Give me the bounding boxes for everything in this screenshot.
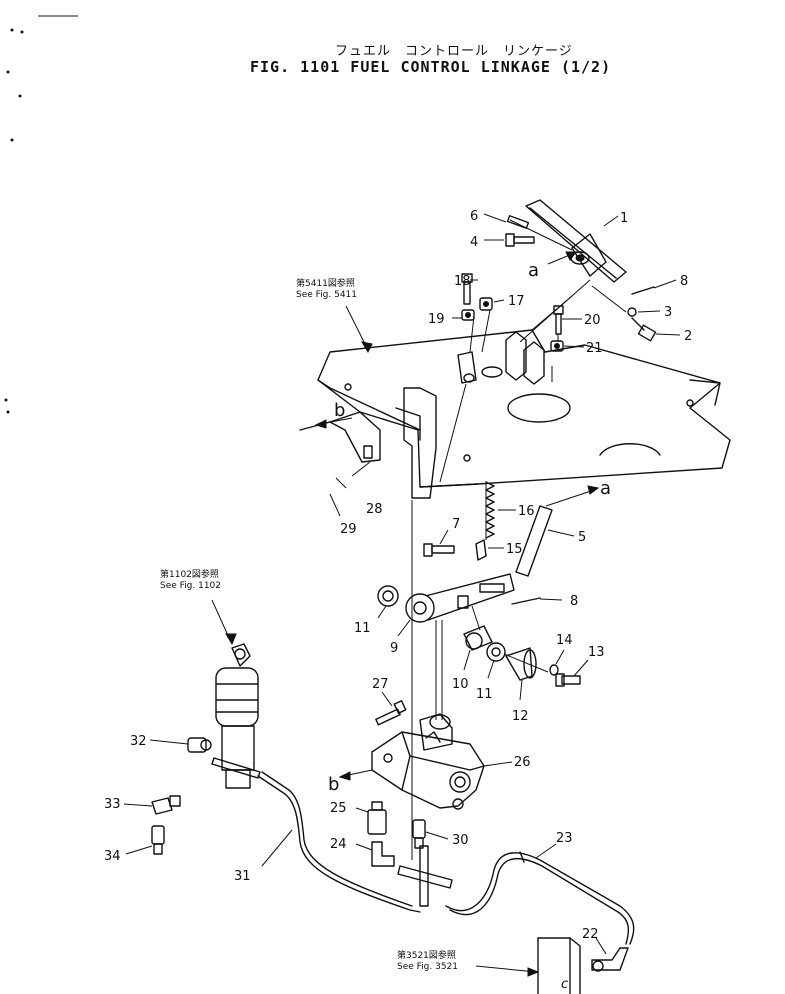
label-part-19: 19	[428, 312, 445, 327]
fuel-valve-part-26	[371, 713, 485, 810]
label-part-25: 25	[330, 801, 347, 816]
bolt-part-4	[505, 233, 535, 247]
bushing-part-11-lower	[486, 642, 506, 662]
reference-japanese: 第5411図参照	[296, 279, 355, 289]
pin-part-8-top	[631, 286, 655, 295]
label-part-32: 32	[130, 734, 147, 749]
view-letter-a-rod: a	[600, 478, 611, 499]
label-part-14: 14	[556, 633, 573, 648]
label-part-6: 6	[470, 209, 478, 224]
label-part-1: 1	[620, 211, 628, 226]
label-part-15: 15	[506, 542, 523, 557]
fitting-part-33	[151, 795, 181, 815]
air-cylinder	[215, 643, 259, 789]
label-part-11-lower: 11	[476, 687, 493, 702]
label-part-33: 33	[104, 797, 121, 812]
lever-part-9	[405, 573, 515, 623]
scan-specks	[4, 15, 78, 414]
fitting-part-34	[151, 825, 165, 855]
tube-part-23	[445, 851, 635, 945]
reference-english: See Fig. 3521	[397, 962, 459, 972]
washer-part-14	[549, 664, 559, 676]
label-part-24: 24	[330, 837, 347, 852]
label-part-16: 16	[518, 504, 535, 519]
bolt-part-2	[631, 317, 657, 342]
cylinder-letter-c: c	[561, 977, 568, 992]
label-part-22: 22	[582, 927, 599, 942]
label-part-4: 4	[470, 235, 478, 250]
clip-part-15	[475, 539, 487, 561]
pin-part-8-lever	[511, 597, 541, 605]
bolt-part-27	[375, 700, 407, 726]
label-part-21: 21	[586, 341, 603, 356]
leader-lines	[123, 213, 681, 973]
rod-under-cylinder	[211, 757, 261, 779]
label-part-2: 2	[684, 329, 692, 344]
washer-part-3	[627, 307, 637, 317]
nut-part-21	[550, 340, 564, 352]
guide-lines	[351, 279, 627, 860]
reference-english: See Fig. 1102	[160, 581, 222, 591]
label-part-23: 23	[556, 831, 573, 846]
reference-japanese: 第3521図参照	[397, 951, 456, 961]
nut-part-19	[461, 309, 475, 321]
reference-english: See Fig. 5411	[296, 290, 358, 300]
bolt-part-13	[555, 673, 581, 687]
label-part-8-top: 8	[680, 274, 688, 289]
reference-fig-5411: 第5411図参照 See Fig. 5411	[296, 279, 357, 301]
view-letter-b-valve: b	[328, 774, 339, 795]
pin-part-7	[423, 543, 455, 557]
tank-block	[537, 937, 581, 994]
elbow-part-24	[371, 841, 395, 867]
spring-part-16	[485, 481, 495, 539]
bolt-part-6	[506, 215, 530, 229]
fitting-part-30	[412, 819, 426, 849]
label-part-7: 7	[452, 517, 460, 532]
rod-part-5	[515, 505, 553, 577]
elbow-part-22	[591, 947, 629, 972]
label-part-17: 17	[508, 294, 525, 309]
tube-part-31	[257, 771, 453, 913]
stopper-block	[457, 351, 477, 384]
reference-fig-1102: 第1102図参照 See Fig. 1102	[160, 570, 221, 592]
nut-part-17	[479, 297, 493, 311]
label-part-31: 31	[234, 869, 251, 884]
fitting-part-25	[367, 801, 387, 835]
label-part-11-upper: 11	[354, 621, 371, 636]
label-part-20: 20	[584, 313, 601, 328]
view-letter-a-top: a	[528, 260, 539, 281]
reference-japanese: 第1102図参照	[160, 570, 219, 580]
label-part-3: 3	[664, 305, 672, 320]
fitting-part-32	[187, 737, 212, 753]
bracket-part-12	[505, 647, 537, 681]
title-japanese: フュエル コントロール リンケージ	[335, 44, 573, 59]
label-part-12: 12	[512, 709, 529, 724]
bushing-part-10	[463, 625, 493, 651]
label-part-34: 34	[104, 849, 121, 864]
pedal-bracket	[505, 331, 553, 385]
label-part-8-lever: 8	[570, 594, 578, 609]
label-part-18: 18	[454, 274, 471, 289]
bolt-part-18	[461, 273, 473, 305]
floor-plate	[299, 329, 731, 499]
label-part-5: 5	[578, 530, 586, 545]
label-part-27: 27	[372, 677, 389, 692]
figure-title: FIG. 1101 FUEL CONTROL LINKAGE (1/2)	[250, 58, 612, 76]
label-part-26: 26	[514, 755, 531, 770]
bushing-part-11-upper	[377, 585, 399, 607]
label-part-9: 9	[390, 641, 398, 656]
view-arrows	[225, 251, 600, 977]
label-part-28: 28	[366, 502, 383, 517]
label-part-13: 13	[588, 645, 605, 660]
reference-fig-3521: 第3521図参照 See Fig. 3521	[397, 951, 458, 973]
accelerator-pedal	[509, 199, 627, 283]
view-letter-b-plate: b	[334, 400, 345, 421]
label-part-30: 30	[452, 833, 469, 848]
label-part-10: 10	[452, 677, 469, 692]
label-part-29: 29	[340, 522, 357, 537]
